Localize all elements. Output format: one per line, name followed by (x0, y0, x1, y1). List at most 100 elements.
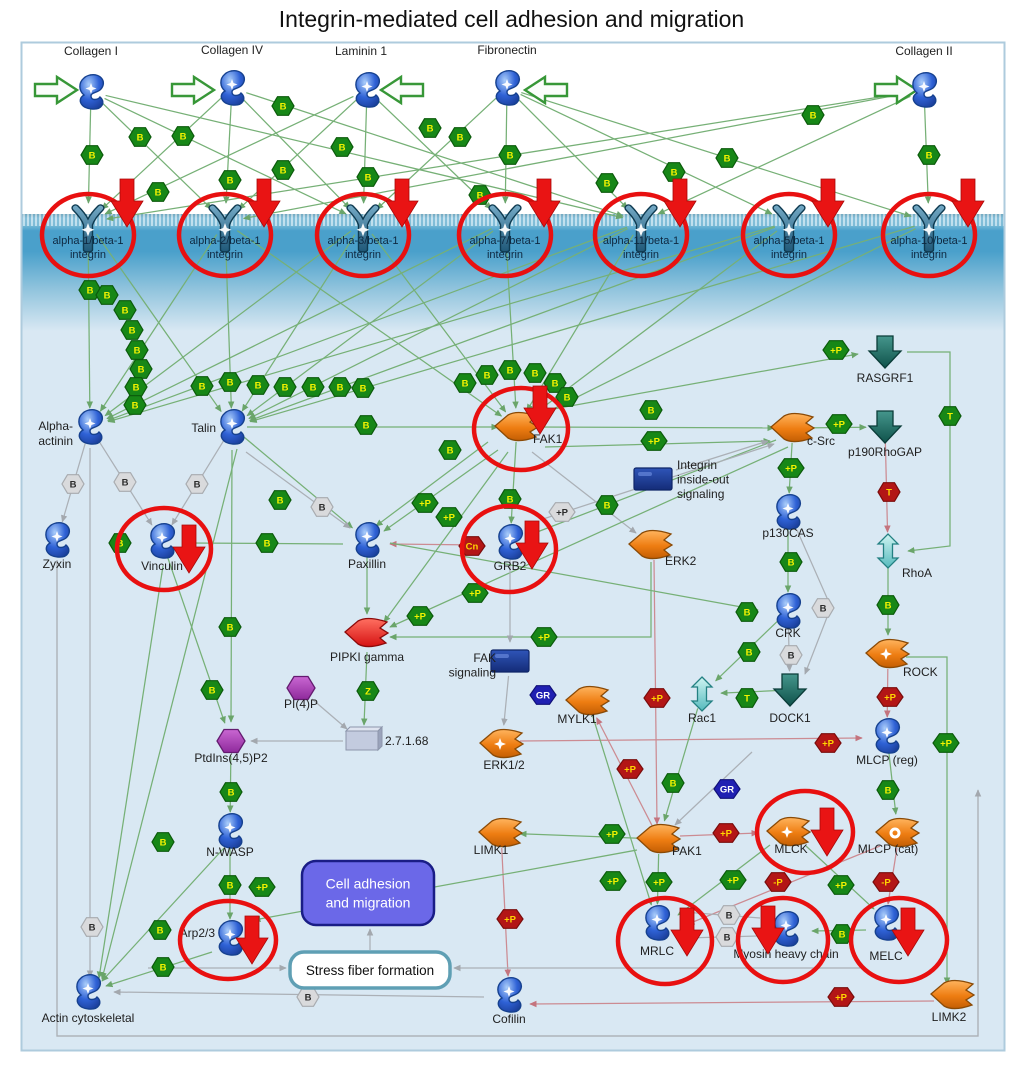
badge-B[interactable]: B (523, 363, 547, 383)
node-actin[interactable]: Actin cytoskeletal (42, 974, 135, 1025)
badge-plusP[interactable]: +P (814, 733, 842, 753)
badge-B[interactable]: B (717, 905, 741, 925)
badge-plusP[interactable]: +P (719, 870, 747, 890)
badge-plusP[interactable]: +P (406, 606, 434, 626)
node-vinculin[interactable]: Vinculin (141, 523, 183, 573)
node-erk12[interactable]: ERK1/2 (479, 728, 525, 772)
badge-B[interactable]: B (662, 162, 686, 182)
node-pipki[interactable]: PIPKI gamma (330, 617, 404, 664)
badge-Cn[interactable]: Cn (458, 536, 486, 556)
badge-B[interactable]: B (61, 474, 85, 494)
node-grb2[interactable]: GRB2 (494, 524, 527, 573)
badge-B[interactable]: B (218, 617, 242, 637)
node-rhoa[interactable]: RhoA (877, 533, 932, 580)
badge-B[interactable]: B (120, 320, 144, 340)
badge-B[interactable]: B (715, 927, 739, 947)
badge-B[interactable]: B (146, 182, 170, 202)
badge-Z[interactable]: Z (356, 681, 380, 701)
badge-B[interactable]: B (735, 602, 759, 622)
node-rac1[interactable]: Rac1 (688, 676, 716, 725)
badge-B[interactable]: B (129, 359, 153, 379)
node-pi4p[interactable]: PI(4)P (284, 675, 318, 712)
node-rasgrf1[interactable]: RASGRF1 (857, 335, 914, 385)
badge-B[interactable]: B (811, 598, 835, 618)
badge-B[interactable]: B (356, 167, 380, 187)
badge-plusP[interactable]: +P (598, 824, 626, 844)
node-colII[interactable]: Collagen II (895, 44, 953, 108)
node-csrc[interactable]: c-Src (770, 412, 835, 448)
node-lam1[interactable]: Laminin 1 (335, 44, 387, 108)
badge-B[interactable]: B (125, 340, 149, 360)
badge-B[interactable]: B (123, 395, 147, 415)
badge-T[interactable]: T (938, 406, 962, 426)
badge-plusP[interactable]: +P (599, 871, 627, 891)
badge-B[interactable]: B (148, 920, 172, 940)
badge-plusP[interactable]: +P (435, 507, 463, 527)
badge-B[interactable]: B (95, 285, 119, 305)
badge-B[interactable]: B (876, 780, 900, 800)
badge-B[interactable]: B (273, 377, 297, 397)
badge-B[interactable]: B (271, 96, 295, 116)
badge-B[interactable]: B (438, 440, 462, 460)
badge-B[interactable]: B (351, 378, 375, 398)
badge-plusP[interactable]: +P (616, 759, 644, 779)
badge-B[interactable]: B (151, 957, 175, 977)
badge-B[interactable]: B (219, 782, 243, 802)
node-nwasp[interactable]: N-WASP (206, 813, 254, 859)
badge-B[interactable]: B (354, 415, 378, 435)
node-mylk1[interactable]: MYLK1 (557, 685, 610, 726)
badge-B[interactable]: B (498, 360, 522, 380)
badge-B[interactable]: B (737, 642, 761, 662)
badge-plusP[interactable]: +P (827, 875, 855, 895)
badge-B[interactable]: B (801, 105, 825, 125)
badge-GR[interactable]: GR (529, 685, 557, 705)
badge-B[interactable]: B (779, 645, 803, 665)
badge-B[interactable]: B (498, 145, 522, 165)
badge-plusP[interactable]: +P (876, 687, 904, 707)
badge-B[interactable]: B (218, 875, 242, 895)
badge-plusP[interactable]: +P (822, 340, 850, 360)
badge-B[interactable]: B (200, 680, 224, 700)
badge-B[interactable]: B (555, 387, 579, 407)
badge-B[interactable]: B (78, 280, 102, 300)
badge-B[interactable]: B (218, 170, 242, 190)
node-mrlc[interactable]: MRLC (640, 905, 674, 958)
badge-B[interactable]: B (595, 495, 619, 515)
badge-B[interactable]: B (246, 375, 270, 395)
badge-B[interactable]: B (255, 533, 279, 553)
badge-B[interactable]: B (218, 372, 242, 392)
badge-B[interactable]: B (418, 118, 442, 138)
badge-minusP[interactable]: -P (764, 872, 792, 892)
node-aact[interactable]: Alpha-actinin (38, 409, 104, 448)
node-crk[interactable]: CRK (775, 593, 802, 640)
badge-B[interactable]: B (639, 400, 663, 420)
badge-B[interactable]: B (661, 773, 685, 793)
node-colIV[interactable]: Collagen IV (201, 43, 263, 106)
badge-B[interactable]: B (715, 148, 739, 168)
badge-plusP[interactable]: +P (777, 458, 805, 478)
badge-plusP[interactable]: +P (496, 909, 524, 929)
badge-B[interactable]: B (268, 490, 292, 510)
badge-B[interactable]: B (151, 832, 175, 852)
badge-plusP[interactable]: +P (712, 823, 740, 843)
badge-B[interactable]: B (876, 595, 900, 615)
node-erk2[interactable]: ERK2 (628, 529, 697, 568)
badge-plusP[interactable]: +P (643, 688, 671, 708)
badge-B[interactable]: B (475, 365, 499, 385)
badge-B[interactable]: B (779, 552, 803, 572)
badge-B[interactable]: B (310, 497, 334, 517)
badge-B[interactable]: B (330, 137, 354, 157)
badge-T[interactable]: T (877, 482, 901, 502)
node-fib[interactable]: Fibronectin (477, 43, 537, 106)
badge-plusP[interactable]: +P (411, 493, 439, 513)
node-talin[interactable]: Talin (191, 409, 246, 445)
badge-B[interactable]: B (328, 377, 352, 397)
badge-plusP[interactable]: +P (248, 877, 276, 897)
